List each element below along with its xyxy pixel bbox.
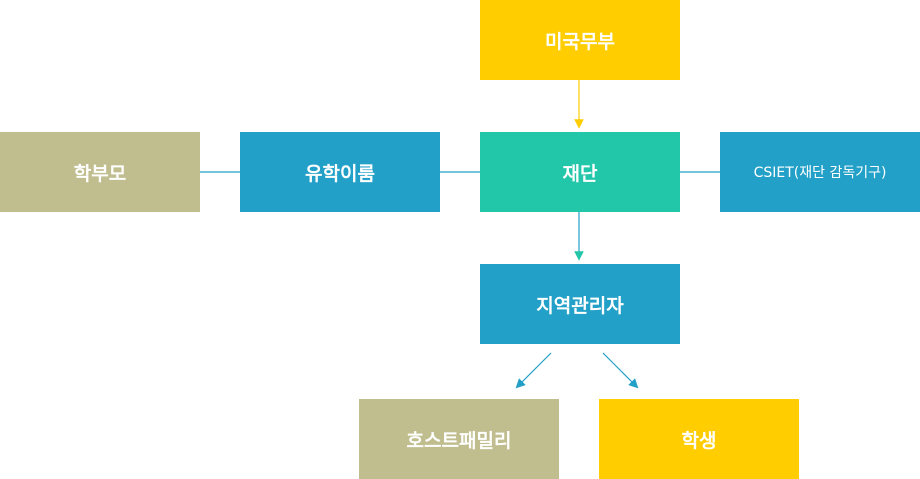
node-foundation-label: 재단 bbox=[562, 162, 598, 185]
node-parents: 학부모 bbox=[0, 132, 200, 212]
node-foundation: 재단 bbox=[480, 132, 680, 212]
node-csiet-label: CSIET(재단 감독기구) bbox=[753, 165, 887, 181]
node-student-label: 학생 bbox=[681, 429, 717, 452]
node-study-abroad-label: 유학이룸 bbox=[305, 162, 375, 185]
edge-regional-manager-to-student bbox=[602, 352, 639, 389]
node-csiet: CSIET(재단 감독기구) bbox=[720, 132, 920, 212]
node-us-department-label: 미국무부 bbox=[545, 30, 615, 53]
node-student: 학생 bbox=[599, 399, 799, 479]
node-us-department: 미국무부 bbox=[480, 0, 680, 80]
node-host-family-label: 호스트패밀리 bbox=[406, 429, 512, 452]
node-host-family: 호스트패밀리 bbox=[359, 399, 559, 479]
node-regional-manager: 지역관리자 bbox=[480, 264, 680, 344]
node-regional-manager-label: 지역관리자 bbox=[536, 294, 624, 317]
edge-regional-manager-to-host-family bbox=[515, 352, 552, 389]
node-parents-label: 학부모 bbox=[73, 162, 127, 185]
node-study-abroad: 유학이룸 bbox=[240, 132, 440, 212]
